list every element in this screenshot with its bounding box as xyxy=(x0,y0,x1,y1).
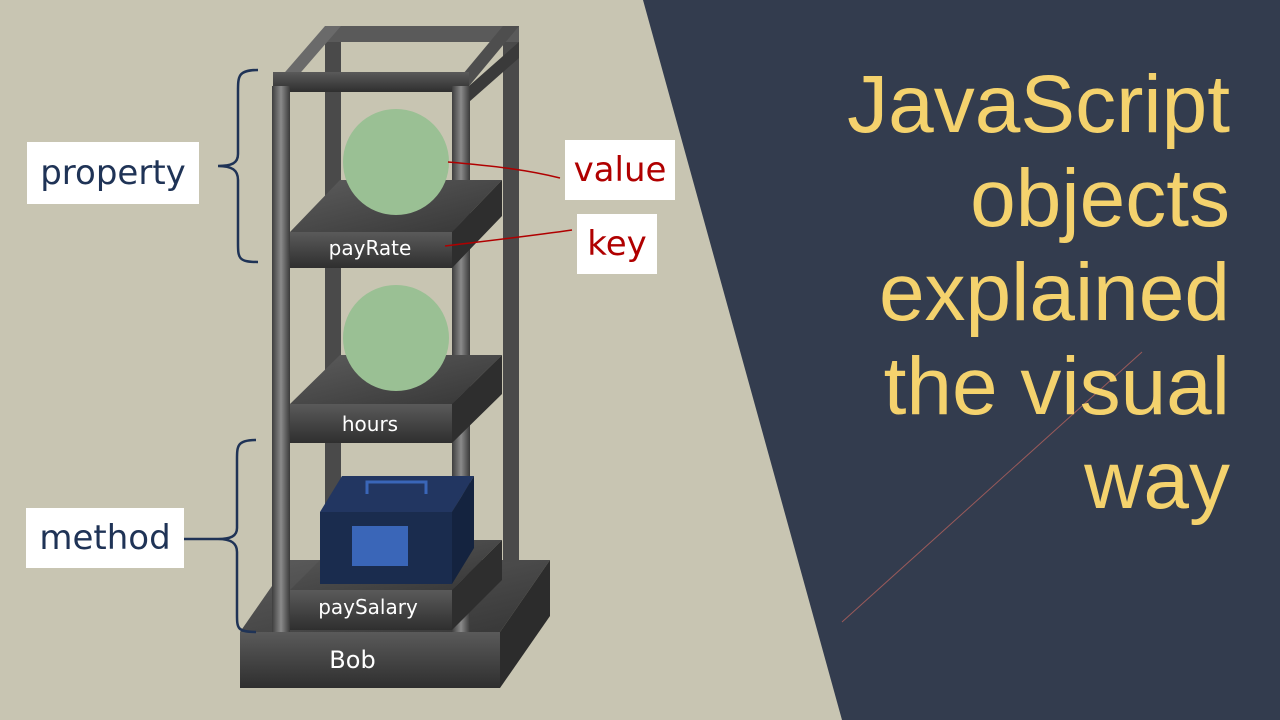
method-box xyxy=(320,476,474,584)
title-block: JavaScript objects explained the visual … xyxy=(710,58,1230,528)
top-frame xyxy=(273,26,519,102)
property-brace xyxy=(217,68,259,264)
front-left-post xyxy=(272,86,290,632)
method-brace xyxy=(217,438,257,634)
method-box-panel xyxy=(352,526,408,566)
base-label-bob: Bob xyxy=(329,646,376,674)
shelf-label-payrate: payRate xyxy=(328,236,412,260)
title-line-3: explained xyxy=(878,247,1230,338)
method-label: method xyxy=(26,508,184,568)
title-line-5: way xyxy=(1084,435,1230,526)
payrate-value-ball xyxy=(343,109,449,215)
title-background-panel xyxy=(643,0,1280,720)
property-label: property xyxy=(27,142,199,204)
title-line-1: JavaScript xyxy=(847,59,1230,150)
decorative-diagonal-line xyxy=(841,351,1143,623)
shelf-label-hours: hours xyxy=(341,412,399,436)
shelf-label-paysalary: paySalary xyxy=(318,595,418,619)
method-box-handle xyxy=(365,480,428,494)
key-pointer-line xyxy=(444,229,573,247)
key-label: key xyxy=(577,214,657,274)
hours-value-ball xyxy=(343,285,449,391)
title-line-2: objects xyxy=(970,153,1230,244)
value-label: value xyxy=(565,140,675,200)
value-pointer-line xyxy=(447,161,561,179)
title-line-4: the visual xyxy=(883,341,1230,432)
